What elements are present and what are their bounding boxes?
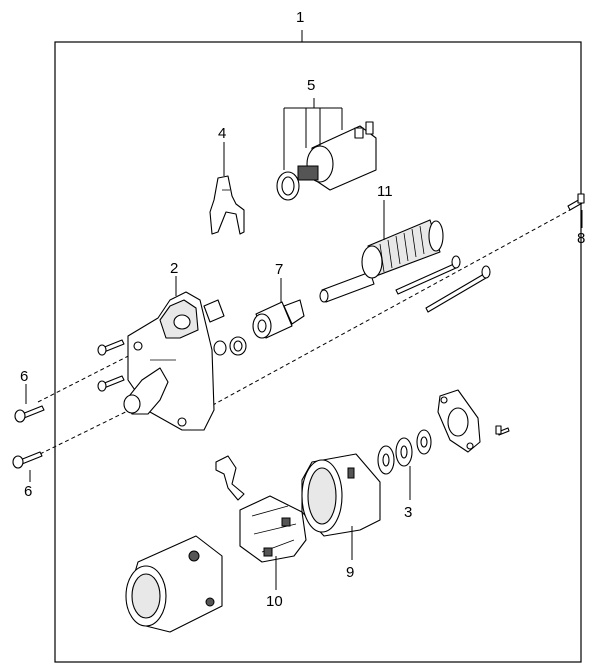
callout-5: 5 xyxy=(307,77,315,94)
callout-11: 11 xyxy=(377,183,393,200)
rear-cover-plate xyxy=(437,389,481,453)
front-housing xyxy=(123,291,215,431)
brush-holder xyxy=(215,455,307,563)
callout-4: 4 xyxy=(218,125,226,142)
callout-3: 3 xyxy=(404,504,412,521)
bolt-6-upper xyxy=(14,405,45,423)
washers xyxy=(377,429,432,475)
solenoid-switch xyxy=(276,121,377,201)
armature xyxy=(319,219,444,303)
screw-8 xyxy=(567,193,585,211)
callout-9: 9 xyxy=(346,564,354,581)
callout-10: 10 xyxy=(266,593,283,610)
through-bolts xyxy=(395,255,491,313)
housing-bushings xyxy=(203,299,247,356)
callout-8: 8 xyxy=(577,230,585,247)
pinion-gear xyxy=(252,299,305,339)
small-screw xyxy=(495,425,510,436)
bolt-6-lower xyxy=(12,451,43,469)
housing-bolts xyxy=(97,339,125,392)
callout-6-upper: 6 xyxy=(20,368,28,385)
assembly-frame xyxy=(54,41,582,663)
yoke xyxy=(301,453,381,537)
callout-2: 2 xyxy=(170,260,178,277)
rear-housing-cap xyxy=(125,535,223,633)
callout-7: 7 xyxy=(275,261,283,278)
callout-1-assembly: 1 xyxy=(296,9,304,26)
shift-lever xyxy=(209,175,245,235)
alignment-line-long xyxy=(199,209,571,413)
callout-6-lower: 6 xyxy=(24,483,32,500)
